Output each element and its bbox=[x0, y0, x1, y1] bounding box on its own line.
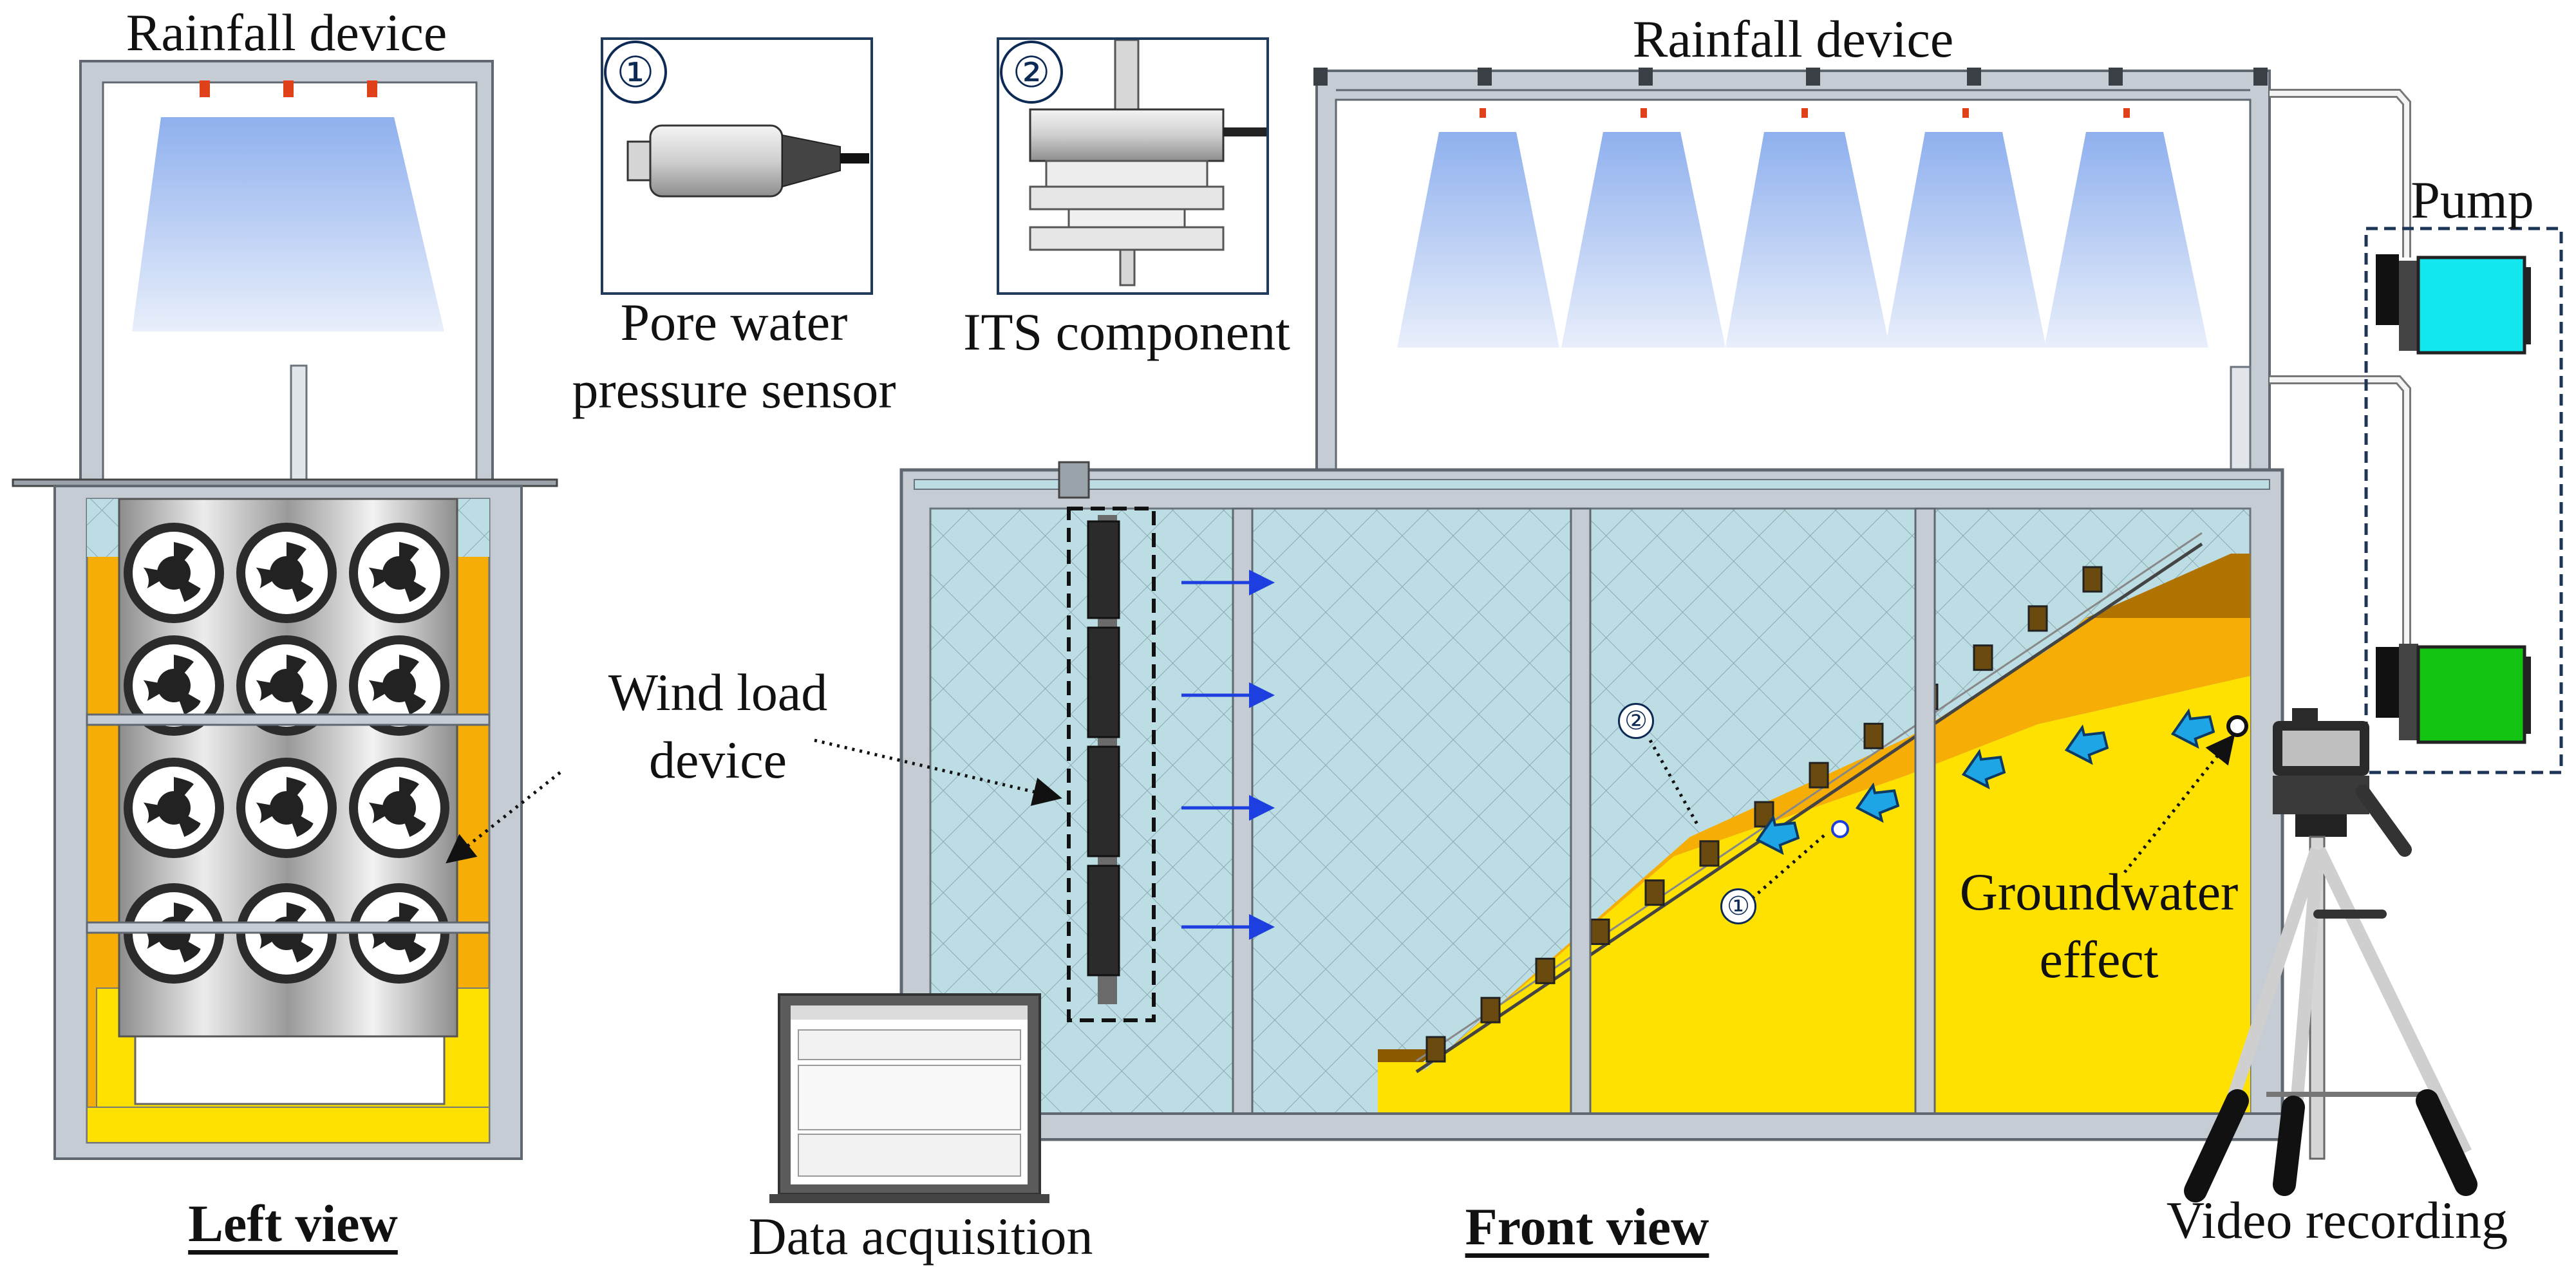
fan-icon bbox=[349, 635, 449, 736]
wind-label-line1: Wind load bbox=[608, 663, 828, 722]
pumps bbox=[2364, 227, 2563, 774]
video-recording-label: Video recording bbox=[2166, 1191, 2508, 1249]
marker-one-inset: ① bbox=[604, 41, 667, 104]
pump-label: Pump bbox=[2411, 171, 2534, 229]
left-nozzles bbox=[200, 80, 377, 97]
flow-arrow bbox=[1855, 782, 1900, 823]
left-view bbox=[12, 60, 558, 1160]
sensor-label-line1: Pore water bbox=[620, 293, 848, 351]
its-component-icon bbox=[1809, 762, 1829, 789]
groundwater-source bbox=[2226, 715, 2248, 737]
fan-icon bbox=[124, 758, 224, 858]
fan-icon bbox=[124, 523, 224, 623]
fans bbox=[124, 523, 449, 984]
its-component-icon bbox=[1973, 644, 1993, 671]
its-component-icon bbox=[1425, 1036, 1446, 1063]
pore-water-sensor-inset bbox=[601, 37, 873, 295]
left-rainfall-label: Rainfall device bbox=[126, 3, 447, 62]
its-component-icon bbox=[2082, 566, 2103, 593]
its-component-label: ITS component bbox=[963, 303, 1290, 361]
its-component-icon bbox=[1535, 957, 1556, 984]
its-component-icon bbox=[1480, 996, 1501, 1024]
pore-water-sensor-drawing bbox=[626, 124, 869, 198]
flow-arrow bbox=[1961, 749, 2006, 790]
left-rainfall-spray bbox=[132, 117, 444, 332]
front-view bbox=[446, 68, 2411, 1141]
flow-arrow bbox=[2064, 724, 2109, 765]
groundwater-label-line2: effect bbox=[2039, 930, 2159, 989]
front-view-title: Front view bbox=[1465, 1197, 1709, 1256]
pore-sensor-point bbox=[1831, 820, 1849, 838]
fan-icon bbox=[349, 758, 449, 858]
its-component-icon bbox=[1590, 919, 1610, 945]
groundwater-label-line1: Groundwater bbox=[1959, 863, 2239, 921]
its-component-inset bbox=[997, 37, 1269, 295]
its-component-icon bbox=[1644, 879, 1665, 906]
pump-green bbox=[2416, 645, 2526, 744]
pump-cyan bbox=[2416, 256, 2526, 355]
its-component-icon bbox=[1699, 840, 1720, 867]
fan-icon bbox=[236, 758, 337, 858]
its-component-icon bbox=[2027, 605, 2048, 632]
flow-arrow bbox=[2170, 708, 2215, 749]
wind-arrows bbox=[1181, 570, 1275, 940]
its-component-icon bbox=[1863, 722, 1884, 749]
front-rainfall-sprays bbox=[1397, 132, 2208, 348]
fan-icon bbox=[349, 523, 449, 623]
camera-tripod bbox=[2184, 708, 2477, 1202]
its-nodes bbox=[1425, 566, 2103, 1063]
fan-icon bbox=[236, 523, 337, 623]
its-component-drawing bbox=[1029, 39, 1268, 286]
flow-arrow bbox=[1755, 814, 1800, 856]
marker-two-slope: ② bbox=[1618, 703, 1654, 739]
marker-two-inset: ② bbox=[1000, 41, 1063, 104]
left-view-title: Left view bbox=[188, 1194, 398, 1253]
front-wind-fans bbox=[1067, 507, 1156, 1022]
data-acquisition-laptop bbox=[769, 993, 1049, 1203]
pump-box bbox=[2364, 227, 2563, 774]
fan-icon bbox=[236, 635, 337, 736]
front-rainfall-label: Rainfall device bbox=[1632, 10, 1954, 68]
marker-one-slope: ① bbox=[1720, 888, 1756, 924]
fan-icon bbox=[124, 635, 224, 736]
wind-label-line2: device bbox=[649, 731, 787, 789]
sensor-label-line2: pressure sensor bbox=[572, 360, 896, 419]
data-acquisition-label: Data acquisition bbox=[748, 1207, 1093, 1266]
groundwater-flow-arrows bbox=[1755, 708, 2215, 856]
slope-soil bbox=[1378, 532, 2250, 1123]
